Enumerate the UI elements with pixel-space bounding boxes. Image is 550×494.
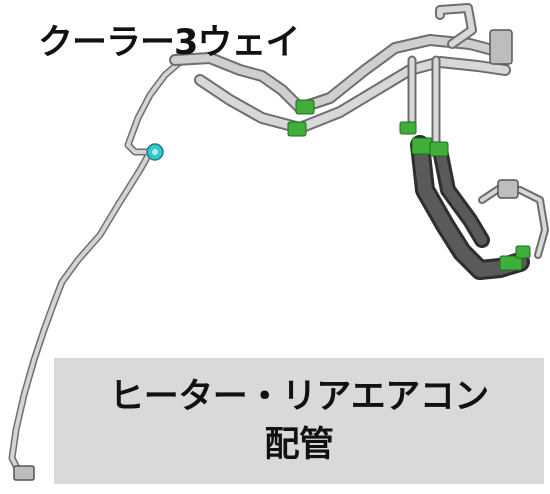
clamp: [499, 255, 523, 271]
upper-pipe-run: [169, 3, 511, 134]
right-lower-pipes: [478, 184, 549, 259]
clamp: [429, 141, 449, 157]
caption-line-2: 配管: [264, 425, 334, 465]
diagram-title: クーラー3ウェイ: [38, 23, 300, 63]
connector-block: [497, 179, 519, 199]
clamp: [287, 121, 307, 137]
left-thin-pipe: [8, 58, 184, 478]
caption-line-1: ヒーター・リアエアコン: [109, 377, 489, 417]
clamp: [399, 121, 417, 135]
clamp: [515, 245, 531, 259]
clamp: [411, 137, 433, 155]
dark-hoses: [410, 135, 530, 280]
right-vertical-pipes: [407, 55, 441, 150]
connector-block: [13, 465, 35, 481]
caption-box: ヒーター・リアエアコン 配管: [54, 358, 544, 484]
connectors: [13, 29, 519, 481]
connector-block: [489, 29, 513, 65]
clamp: [295, 99, 315, 115]
cyan-fitting: [146, 143, 164, 161]
green-clamps: [287, 99, 531, 271]
